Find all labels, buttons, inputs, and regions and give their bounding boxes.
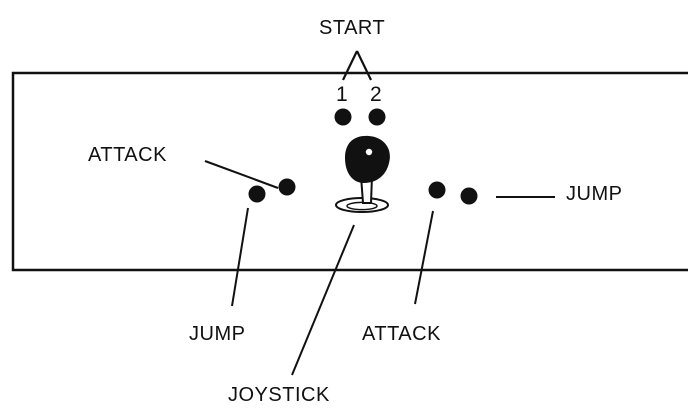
right-jump-button[interactable] — [460, 187, 478, 205]
left-jump-button[interactable] — [248, 185, 266, 203]
player-1-label: 1 — [336, 83, 348, 106]
attack-bottom-leader — [414, 210, 434, 305]
start-leader-line-2 — [356, 50, 372, 81]
start-button-2[interactable] — [368, 108, 386, 126]
jump-right-label: JUMP — [566, 183, 623, 205]
attack-left-label: ATTACK — [88, 144, 167, 166]
start-button-1[interactable] — [334, 108, 352, 126]
jump-bottom-label: JUMP — [189, 323, 246, 345]
jump-bottom-leader — [231, 207, 249, 307]
joystick-label: JOYSTICK — [228, 384, 330, 406]
right-attack-button[interactable] — [428, 181, 446, 199]
joystick-ball — [345, 135, 390, 183]
start-leader-line-1 — [342, 50, 358, 81]
player-2-label: 2 — [370, 83, 382, 106]
start-label: START — [319, 17, 386, 39]
joystick-highlight — [365, 148, 373, 156]
attack-left-leader — [204, 160, 279, 189]
joystick[interactable] — [335, 135, 390, 213]
left-attack-button[interactable] — [278, 178, 296, 196]
control-panel-outline — [11, 71, 688, 272]
attack-bottom-label: ATTACK — [362, 323, 441, 345]
joystick-leader — [291, 224, 355, 376]
